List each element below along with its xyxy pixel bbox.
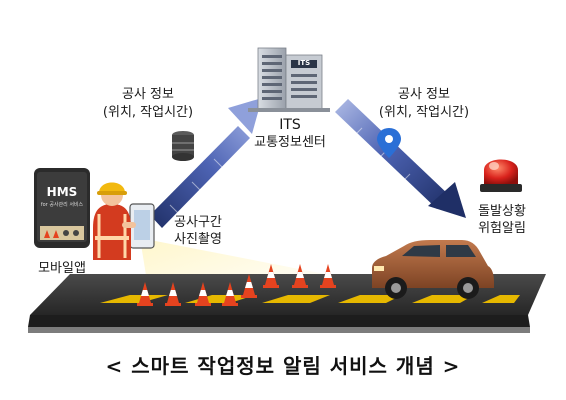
traffic-cone-icon	[222, 282, 238, 306]
alert-line1: 돌발상황	[478, 204, 526, 219]
right-info-title: 공사 정보	[398, 87, 450, 102]
its-subtitle: 교통정보센터	[254, 135, 326, 150]
photo-label-line2: 사진촬영	[174, 232, 222, 247]
app-logo-sub: for 공사관리 서비스	[40, 202, 84, 208]
photo-label-line1: 공사구간	[174, 215, 222, 230]
traffic-cone-icon	[320, 264, 336, 288]
traffic-cone-icon	[195, 282, 211, 306]
camera-phone-icon	[129, 203, 155, 249]
traffic-cones	[137, 264, 336, 306]
worker-icon	[93, 182, 136, 260]
traffic-cone-icon	[137, 282, 153, 306]
traffic-cone-icon	[292, 264, 308, 288]
warning-beacon-icon	[480, 159, 522, 192]
traffic-cone-icon	[263, 264, 279, 288]
alert-line2: 위험알림	[478, 221, 526, 236]
app-logo: HMS	[46, 185, 78, 199]
car-icon	[372, 240, 494, 299]
building-icon	[248, 47, 330, 112]
left-info-detail: (위치, 작업시간)	[102, 105, 194, 120]
its-title: ITS	[279, 117, 301, 133]
traffic-cone-icon	[165, 282, 181, 306]
right-info-detail: (위치, 작업시간)	[378, 105, 470, 120]
its-sign-text: ITS	[297, 59, 311, 67]
phone-icon	[34, 168, 90, 248]
diagram-caption: < 스마트 작업정보 알림 서비스 개념 >	[105, 354, 461, 378]
app-name: 모바일앱	[38, 261, 86, 276]
traffic-cone-icon	[241, 274, 257, 298]
server-icon	[172, 131, 194, 161]
location-pin-icon	[377, 128, 401, 158]
arrow-to-its	[150, 98, 262, 228]
left-info-title: 공사 정보	[122, 87, 174, 102]
